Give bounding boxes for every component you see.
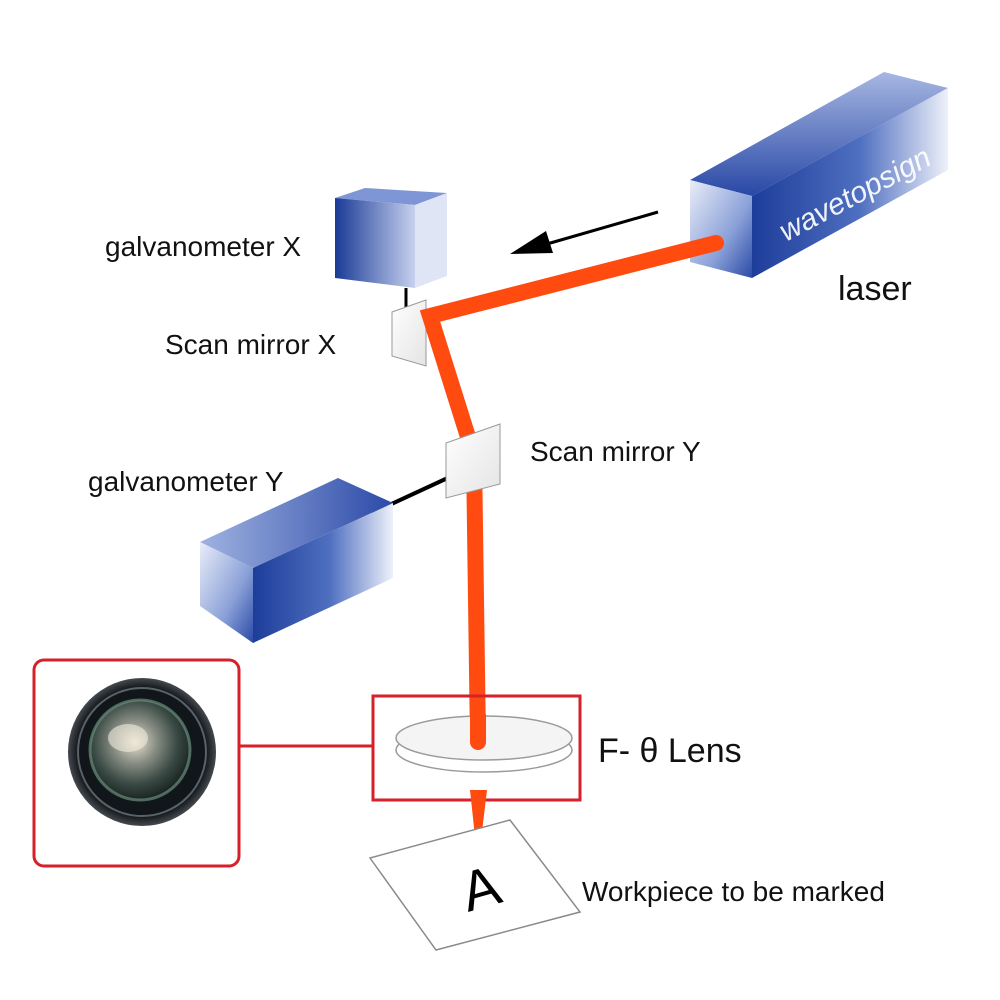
galvo-y-top [200,478,393,568]
galvo-y-end [200,542,253,643]
laser-box-front [752,88,948,278]
scan-mirror-y-label: Scan mirror Y [530,436,701,467]
scan-mirror-y [445,423,501,499]
galvo-x-left [335,198,415,288]
workpiece: A [368,819,582,951]
laser-label: laser [838,270,912,308]
galvanometer-y-box [200,478,393,643]
workpiece-label: Workpiece to be marked [582,876,885,907]
laser-beam [419,235,724,750]
laser-box-end [690,180,752,278]
lens-photo-inset [32,658,241,868]
laser-box: wavetopsign [690,72,948,278]
galvanometer-y-label: galvanometer Y [88,466,284,497]
laser-box-top [690,72,948,196]
focused-beam-cone [470,790,487,865]
galvanometer-x-label: galvanometer X [105,231,301,262]
galvo-x-right [415,193,447,288]
scan-mirror-x [391,299,427,367]
beam-direction-arrow [510,210,659,254]
galvo-x-top [335,188,447,205]
galvanometer-x-cube [335,188,447,314]
scan-mirror-x-label: Scan mirror X [165,329,336,360]
f-theta-lens [395,708,573,773]
galvo-y-front [253,503,393,643]
workpiece-sheet [368,819,582,951]
lens-label: F- θ Lens [598,732,742,770]
